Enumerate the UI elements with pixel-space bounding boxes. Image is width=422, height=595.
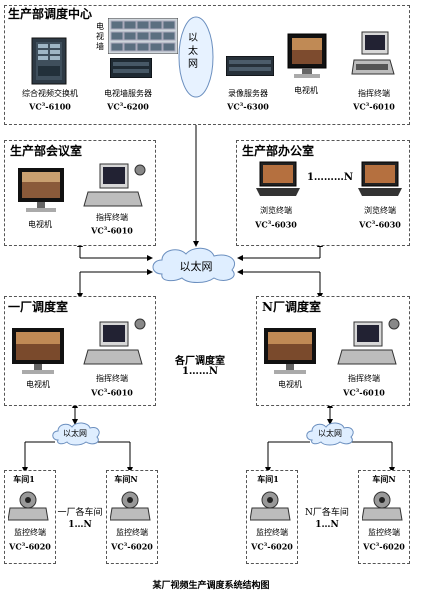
tv-icon-factory1 bbox=[12, 328, 64, 374]
workshops-left-middle-1: 一厂各车间 bbox=[57, 508, 103, 518]
monitor-terminal-model-left-1: VC3-6020 bbox=[9, 541, 51, 552]
factories-middle-line1: 各厂调度室 bbox=[175, 356, 225, 367]
workshop-right-n-title: 车间N bbox=[372, 474, 396, 484]
command-terminal-model-factoryN: VC3-6010 bbox=[343, 387, 385, 398]
figure-caption: 某厂视频生产调度系统结构图 bbox=[152, 581, 270, 591]
browser-model-1: VC3-6030 bbox=[255, 219, 297, 230]
command-terminal-label-factoryN: 指挥终端 bbox=[348, 374, 380, 383]
monitor-terminal-label-left-1: 监控终端 bbox=[14, 528, 46, 537]
recording-server-label: 录像服务器 bbox=[228, 89, 268, 98]
workshops-right-middle-1: N厂各车间 bbox=[305, 508, 349, 518]
ethernet-label-top: 以太网 bbox=[188, 33, 198, 70]
recording-server-model: VC3-6300 bbox=[227, 101, 269, 112]
ethernet-label-left: 以太网 bbox=[63, 429, 87, 438]
workshops-left-middle-2: 1…N bbox=[68, 520, 92, 530]
video-switch-label: 综合视频交换机 bbox=[22, 89, 78, 98]
factory1-title: 一厂调度室 bbox=[8, 300, 69, 314]
recording-server-icon bbox=[226, 56, 274, 76]
monitor-terminal-label-right-1: 监控终端 bbox=[256, 528, 288, 537]
ethernet-cloud-right bbox=[306, 422, 354, 446]
tv-icon-factoryN bbox=[264, 328, 316, 374]
meeting-room-title: 生产部会议室 bbox=[10, 144, 83, 158]
workshop-right-1-title: 车间1 bbox=[257, 474, 279, 484]
video-switch-icon bbox=[31, 37, 67, 85]
ethernet-label-right: 以太网 bbox=[318, 429, 342, 438]
tv-label-factoryN: 电视机 bbox=[278, 380, 302, 389]
monitor-terminal-model-right-n: VC3-6020 bbox=[363, 541, 405, 552]
command-terminal-icon-top bbox=[351, 31, 395, 75]
monitor-terminal-icon-right-1 bbox=[250, 491, 291, 521]
monitor-terminal-icon-left-n bbox=[110, 491, 151, 521]
monitor-terminal-icon-left-1 bbox=[8, 491, 49, 521]
monitor-terminal-model-right-1: VC3-6020 bbox=[251, 541, 293, 552]
ethernet-cloud-top bbox=[178, 16, 214, 98]
command-terminal-label-meeting: 指挥终端 bbox=[96, 213, 128, 222]
command-terminal-label-factory1: 指挥终端 bbox=[96, 374, 128, 383]
command-terminal-icon-factory1 bbox=[83, 318, 146, 365]
video-switch-model: VC3-6100 bbox=[29, 101, 71, 112]
tv-wall-server-icon bbox=[110, 58, 152, 78]
ethernet-label-center: 以太网 bbox=[179, 260, 213, 273]
factoryN-title: N厂调度室 bbox=[262, 300, 321, 314]
workshop-left-n-title: 车间N bbox=[114, 474, 138, 484]
tv-label-factory1: 电视机 bbox=[26, 380, 50, 389]
tv-wall-server-label: 电视墙服务器 bbox=[104, 89, 152, 98]
dispatch-center-title: 生产部调度中心 bbox=[8, 7, 93, 21]
laptop-icon-1 bbox=[256, 161, 300, 196]
browser-label-1: 浏览终端 bbox=[260, 206, 292, 215]
command-terminal-model-top: VC3-6010 bbox=[353, 101, 395, 112]
monitor-terminal-label-left-n: 监控终端 bbox=[116, 528, 148, 537]
monitor-terminal-icon-right-n bbox=[362, 491, 403, 521]
command-terminal-model-factory1: VC3-6010 bbox=[91, 387, 133, 398]
tv-label-meeting: 电视机 bbox=[28, 220, 52, 229]
monitor-terminal-model-left-n: VC3-6020 bbox=[111, 541, 153, 552]
laptop-icon-n bbox=[358, 161, 402, 196]
browser-label-n: 浏览终端 bbox=[364, 206, 396, 215]
tv-icon-top bbox=[287, 33, 327, 78]
tv-icon-meeting bbox=[18, 168, 64, 212]
tv-wall-icon bbox=[108, 18, 178, 54]
tv-label-top: 电视机 bbox=[294, 86, 318, 95]
ethernet-cloud-center bbox=[152, 247, 236, 283]
ethernet-cloud-left bbox=[52, 422, 100, 446]
workshops-right-middle-2: 1…N bbox=[315, 520, 339, 530]
tv-wall-server-model: VC3-6200 bbox=[107, 101, 149, 112]
workshop-left-1-title: 车间1 bbox=[13, 474, 35, 484]
command-terminal-icon-meeting bbox=[83, 163, 146, 207]
command-terminal-icon-factoryN bbox=[337, 318, 400, 365]
command-terminal-label-top: 指挥终端 bbox=[358, 89, 390, 98]
factories-middle-line2: 1……N bbox=[181, 366, 219, 377]
command-terminal-model-meeting: VC3-6010 bbox=[91, 225, 133, 236]
office-range: 1………N bbox=[306, 172, 354, 183]
office-title: 生产部办公室 bbox=[242, 144, 315, 158]
monitor-terminal-label-right-n: 监控终端 bbox=[368, 528, 400, 537]
tv-wall-label: 电视墙 bbox=[96, 22, 104, 51]
browser-model-n: VC3-6030 bbox=[359, 219, 401, 230]
